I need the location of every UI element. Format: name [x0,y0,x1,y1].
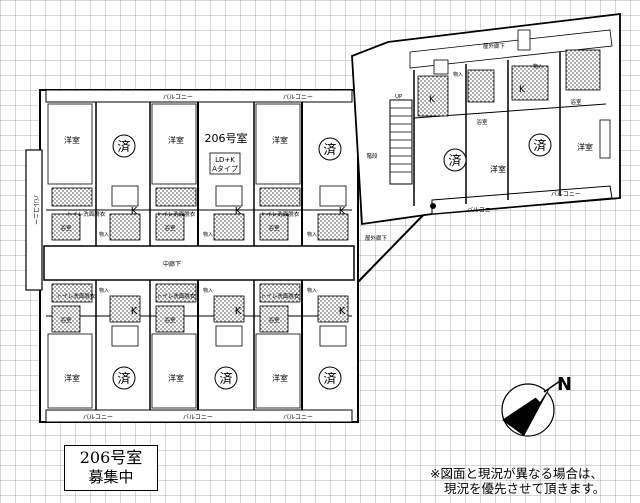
room-type-line1: LD+K [215,156,235,164]
storage-label: 物入 [453,71,463,78]
disclaimer-line2: 現況を優先させて頂きます。 [444,481,606,496]
kitchen-label: K [339,206,346,217]
western-room-label: 洋室 [272,373,288,383]
toilet-washroom-label: トイレ洗面脱衣 [261,292,300,300]
bath-label: 浴室 [164,224,176,232]
disclaimer-note: ※図面と現況が異なる場合は、 現況を優先させて頂きます。 [430,466,605,496]
inner-corridor-label: 中廊下 [163,260,181,268]
stairs-label: 階段 [366,152,378,160]
balcony-label: バルコニー [551,191,581,198]
balcony-label: バルコニー [283,414,313,421]
bath-label: 浴室 [570,98,582,106]
western-room-label: 洋室 [64,135,80,145]
toilet-washroom-label: トイレ洗面脱衣 [157,292,196,300]
room-type-line2: Aタイプ [212,164,238,173]
kitchen-label: K [429,95,436,105]
main-building [25,89,359,423]
kitchen-label: K [235,306,242,317]
featured-room-number: 206号室 [205,131,248,145]
bath-label: 浴室 [268,316,280,324]
inset-labels: 済 済 洋室 洋室 K K 浴室 浴室 物入 物入 階段 UP 屋外廊下 屋外廊… [365,42,593,242]
stairs-up-label: UP [395,94,403,100]
disclaimer-line1: ※図面と現況が異なる場合は、 [430,466,603,481]
occupied-badge: 済 [323,142,336,158]
compass: N [501,374,572,437]
western-room-label: 洋室 [168,373,184,383]
storage-label: 物入 [307,231,317,238]
balcony-label: バルコニー [183,414,213,421]
balcony-label: バルコニー [163,94,193,101]
vacancy-status: 募集中 [88,468,134,486]
balcony-label: バルコニー [83,414,113,421]
outer-corridor-label: 屋外廊下 [483,42,506,50]
bath-label: 浴室 [476,118,488,126]
bath-label: 浴室 [60,316,72,324]
bath-label: 浴室 [60,224,72,232]
western-room-label: 洋室 [490,164,506,174]
toilet-washroom-label: トイレ洗面脱衣 [261,210,300,218]
storage-label: 物入 [203,231,213,238]
vacancy-notice: 206号室 募集中 [64,445,158,491]
toilet-washroom-label: トイレ洗面脱衣 [57,292,96,300]
occupied-badge: 済 [117,139,130,155]
main-labels: バルコニー バルコニー バルコニー バルコニー バルコニー バルコニー 洋室 洋… [32,94,346,421]
storage-label: 物入 [533,63,543,70]
storage-label: 物入 [99,287,109,294]
balcony-label: バルコニー [32,195,39,225]
kitchen-label: K [131,206,138,217]
balcony-label: バルコニー [467,207,497,214]
storage-label: 物入 [99,231,109,238]
western-room-label: 洋室 [168,135,184,145]
storage-label: 物入 [307,287,317,294]
occupied-badge: 済 [219,371,232,387]
occupied-badge: 済 [533,138,546,154]
room-type-box [209,152,241,175]
vacancy-room-number: 206号室 [79,448,143,467]
western-room-label: 洋室 [577,142,593,152]
bath-label: 浴室 [164,316,176,324]
kitchen-label: K [131,306,138,317]
occupied-badge: 済 [117,371,130,387]
storage-label: 物入 [203,287,213,294]
kitchen-label: K [519,85,526,95]
inset-plan [351,12,621,283]
compass-north-label: N [557,374,572,395]
toilet-washroom-label: トイレ洗面脱衣 [67,210,106,218]
western-room-label: 洋室 [64,373,80,383]
occupied-badge: 済 [323,371,336,387]
toilet-washroom-label: トイレ洗面脱衣 [157,210,196,218]
kitchen-label: K [235,206,242,217]
occupied-badges: 済 済 済 済 済 [112,134,342,390]
outer-corridor-label: 屋外廊下 [365,234,388,242]
western-room-label: 洋室 [272,135,288,145]
bath-label: 浴室 [268,224,280,232]
kitchen-label: K [339,306,346,317]
balcony-label: バルコニー [283,94,313,101]
occupied-badge: 済 [448,153,461,169]
wet-areas [51,185,349,347]
